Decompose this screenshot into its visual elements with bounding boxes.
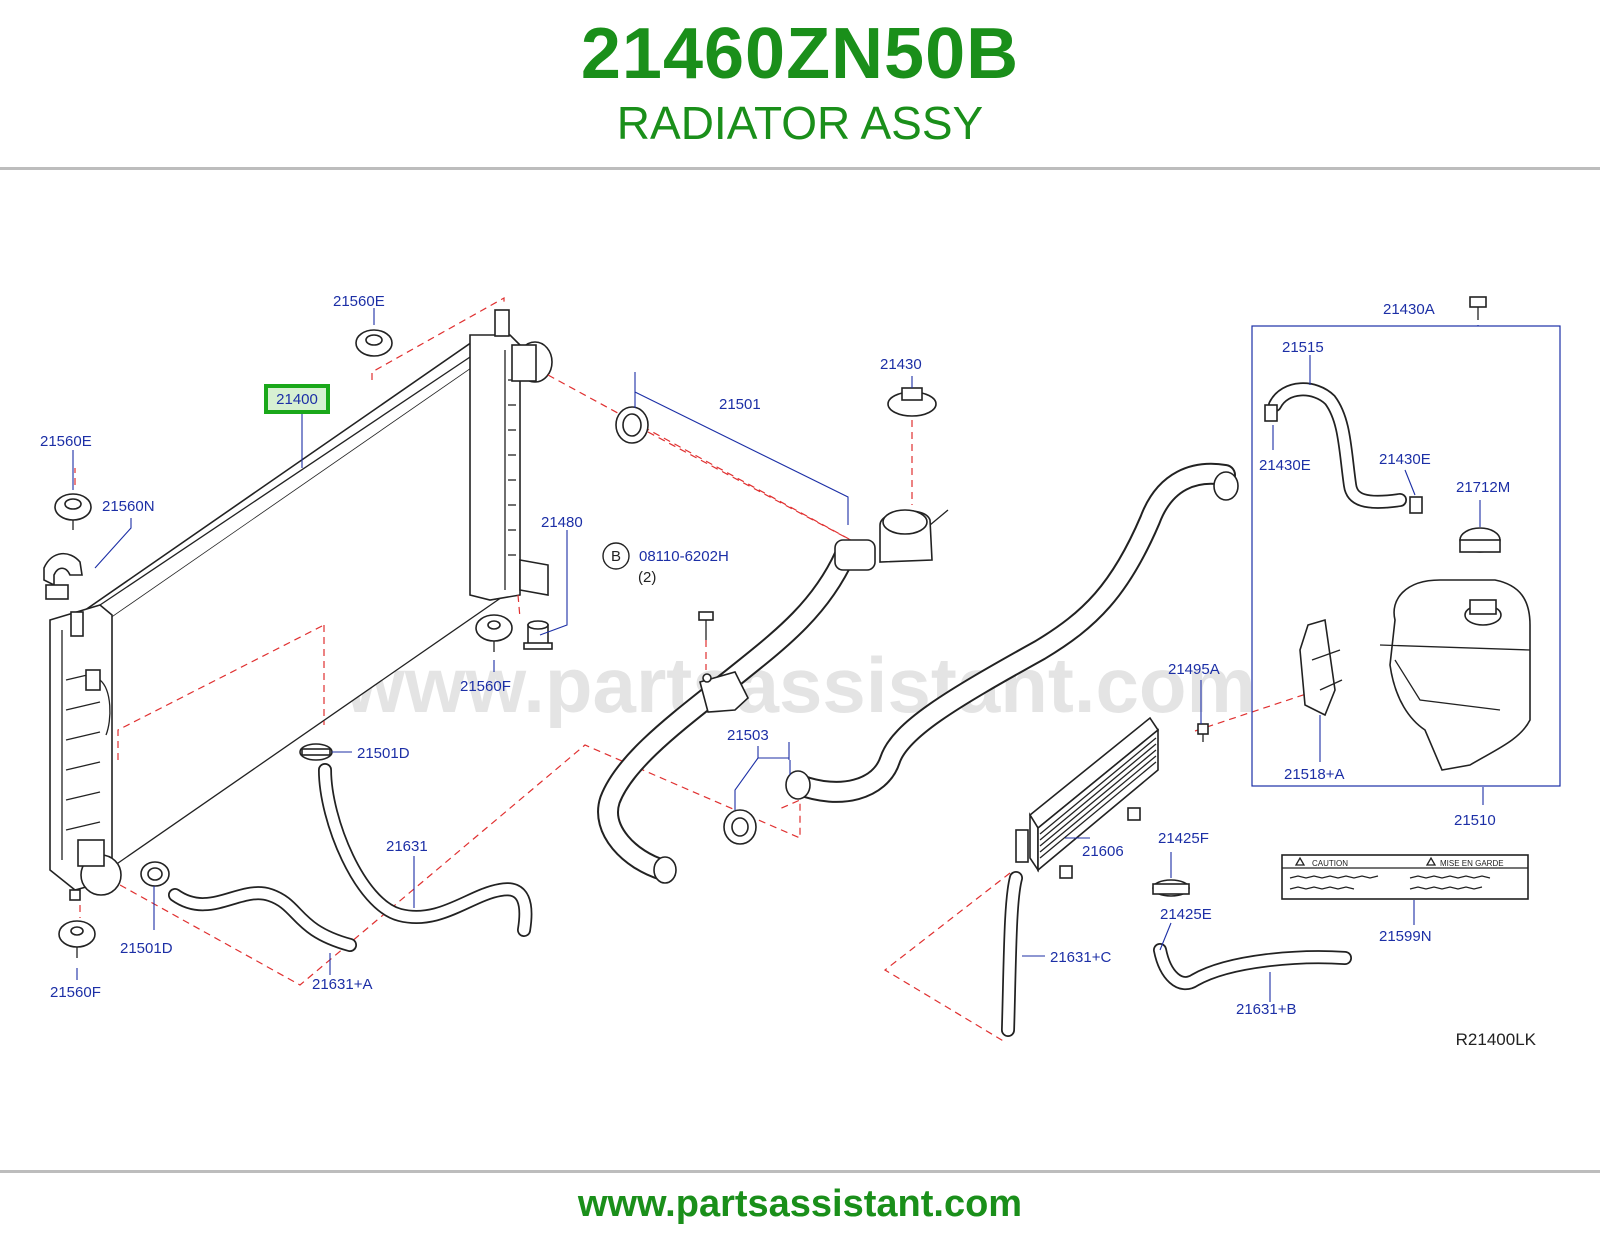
label-21501d-bottom: 21501D	[120, 940, 173, 957]
caution-label-right-title: MISE EN GARDE	[1440, 859, 1504, 868]
caution-label-left-title: CAUTION	[1312, 859, 1348, 868]
hose-bracket	[699, 671, 749, 713]
clamp-21501d-mid	[299, 743, 333, 761]
reservoir-tank	[1379, 579, 1531, 771]
highlighted-part-box	[264, 384, 330, 414]
clip-21430e-right	[1409, 496, 1423, 514]
label-21430: 21430	[880, 356, 922, 373]
label-bolt-qty: (2)	[638, 569, 656, 586]
label-21606: 21606	[1082, 843, 1124, 860]
label-21560e-top: 21560E	[333, 293, 385, 310]
cooler-guide-lines	[883, 691, 1313, 1043]
bracket-21518a	[1299, 618, 1343, 717]
diagram-code: R21400LK	[1456, 1030, 1537, 1049]
bolt-symbol: B	[602, 542, 630, 570]
label-21515: 21515	[1282, 339, 1324, 356]
grommet-21560e-top	[355, 329, 393, 357]
label-21560f-left: 21560F	[50, 984, 101, 1001]
label-21631: 21631	[386, 838, 428, 855]
clamp-21501-top	[615, 406, 649, 444]
label-21495a: 21495A	[1168, 661, 1220, 678]
label-08110-6202h: 08110-6202H	[639, 548, 729, 565]
label-21631b: 21631+B	[1236, 1001, 1296, 1018]
clamp-21501d-bottom	[140, 861, 170, 887]
filler-neck	[879, 509, 949, 563]
hose-21515	[1268, 382, 1407, 509]
label-21425f: 21425F	[1158, 830, 1209, 847]
bolt-08110-6202h	[698, 611, 714, 640]
label-21430e-right: 21430E	[1379, 451, 1431, 468]
watermark-text: www.partsassistant.com	[343, 641, 1256, 729]
bolt-21495a	[1197, 723, 1209, 742]
label-21430a: 21430A	[1383, 301, 1435, 318]
hose-21501-upper	[597, 539, 876, 884]
hose-21631c	[1001, 871, 1023, 1037]
part-name-subtitle: RADIATOR ASSY	[616, 97, 984, 149]
label-21503: 21503	[727, 727, 769, 744]
plug-21480	[523, 620, 553, 650]
hose-21631a	[168, 886, 357, 952]
diagram-canvas: www.partsassistant.com	[40, 293, 1561, 1049]
grommet-21560f-right	[475, 614, 513, 652]
grommet-21560e-left	[54, 493, 92, 530]
cap-21712m	[1459, 527, 1501, 553]
label-21400: 21400	[276, 391, 318, 408]
oil-cooler-21606	[1015, 716, 1160, 879]
part-number-title: 21460ZN50B	[580, 14, 1020, 94]
label-21425e: 21425E	[1160, 906, 1212, 923]
grommet-21560f-left	[58, 920, 96, 958]
label-21518a: 21518+A	[1284, 766, 1344, 783]
hose-21631	[318, 763, 533, 937]
header-divider	[0, 167, 1600, 170]
cap-21430	[887, 387, 937, 417]
label-21631c: 21631+C	[1050, 949, 1111, 966]
label-21712m: 21712M	[1456, 479, 1510, 496]
radiator-core	[49, 309, 553, 901]
label-21631a: 21631+A	[312, 976, 372, 993]
reservoir-group-box	[1251, 325, 1561, 787]
footer-website-link[interactable]: www.partsassistant.com	[577, 1183, 1023, 1225]
hose-lower-main	[785, 462, 1239, 803]
bracket-21560n	[43, 552, 83, 600]
hose-21631b	[1153, 943, 1352, 991]
bolt-21430a	[1469, 296, 1487, 320]
label-21501: 21501	[719, 396, 761, 413]
label-21501d-mid: 21501D	[357, 745, 410, 762]
clamp-21425f	[1152, 879, 1190, 897]
label-21480: 21480	[541, 514, 583, 531]
label-21430e-left: 21430E	[1259, 457, 1311, 474]
footer-divider	[0, 1170, 1600, 1173]
clip-21430e-left	[1264, 404, 1278, 422]
label-21560n: 21560N	[102, 498, 155, 515]
clamp-21503	[723, 809, 757, 845]
label-21510: 21510	[1454, 812, 1496, 829]
label-21560f-right: 21560F	[460, 678, 511, 695]
caution-label-21599n: CAUTION MISE EN GARDE	[1281, 854, 1529, 900]
label-21599n: 21599N	[1379, 928, 1432, 945]
label-21560e-left: 21560E	[40, 433, 92, 450]
page-header: 21460ZN50B RADIATOR ASSY	[0, 0, 1600, 168]
radiator-guide-lines	[74, 296, 861, 986]
leader-lines	[72, 308, 1484, 1002]
parts-diagram: www.partsassistant.com	[0, 172, 1600, 1168]
bolt-symbol-letter: B	[611, 548, 621, 565]
